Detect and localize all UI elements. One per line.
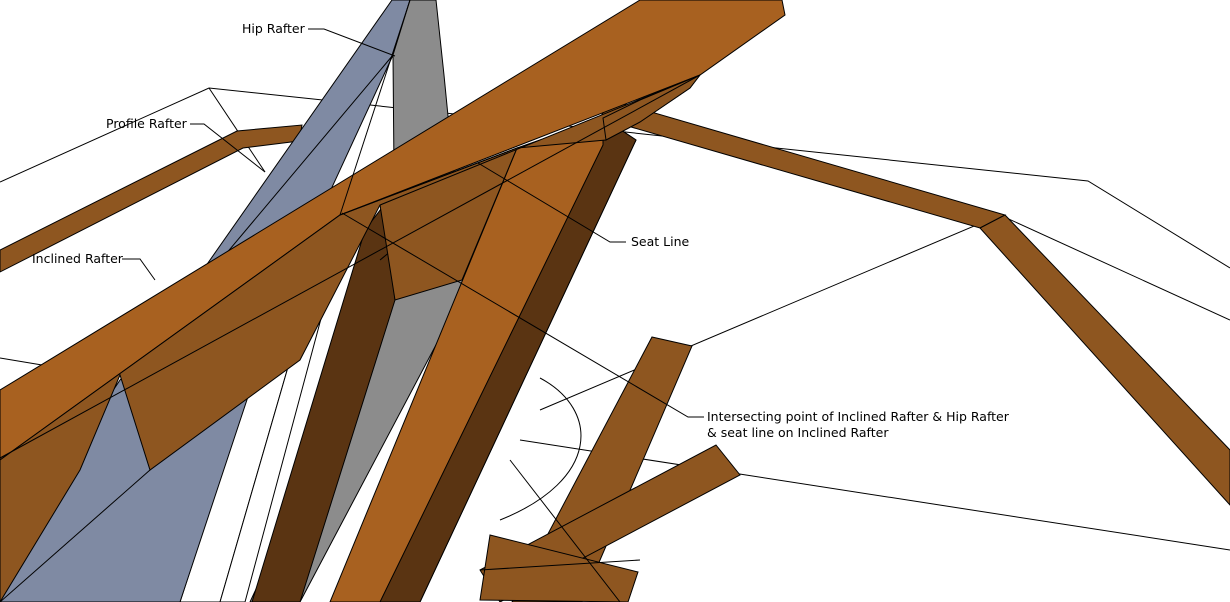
timber-seam-b	[509, 459, 621, 602]
inclined-rafter-edge	[0, 74, 701, 459]
wall-plate-back	[599, 99, 1007, 229]
inclined-rafter-cross-line	[339, 0, 411, 216]
inclined-rafter-end	[602, 73, 702, 141]
lower-timbers	[479, 336, 741, 602]
intersecting-point-label-line1: Intersecting point of Inclined Rafter & …	[707, 409, 1009, 424]
seat-line-label: Seat Line	[631, 234, 690, 249]
inclined-rafter-label: Inclined Rafter	[32, 251, 123, 266]
leader-seat-line	[477, 162, 626, 243]
leader-intersecting-point	[341, 212, 704, 418]
wall-corner-line	[208, 87, 266, 173]
profile-rafter-label: Profile Rafter	[106, 116, 187, 131]
curve-arc	[499, 377, 582, 521]
inclined-rafter	[0, 0, 786, 602]
hip-rafter-label: Hip Rafter	[242, 21, 305, 36]
intersecting-point-label-line2: & seat line on Inclined Rafter	[707, 425, 889, 440]
wall-plate-right	[979, 214, 1230, 506]
inclined-rafter-lower-edge	[0, 469, 151, 602]
timber-lower	[479, 534, 639, 602]
wall-plate	[0, 99, 1230, 506]
leader-hip-rafter	[308, 28, 396, 57]
leader-lines	[122, 28, 704, 418]
intersecting-point-label: Intersecting point of Inclined Rafter & …	[707, 409, 1009, 441]
leader-inclined-rafter	[122, 258, 156, 281]
profile-rafter	[329, 117, 637, 602]
leader-profile-rafter	[190, 123, 266, 173]
timber-seam-a	[479, 559, 641, 571]
wall-top-outer-line	[0, 87, 1230, 269]
seat-line	[339, 147, 518, 216]
